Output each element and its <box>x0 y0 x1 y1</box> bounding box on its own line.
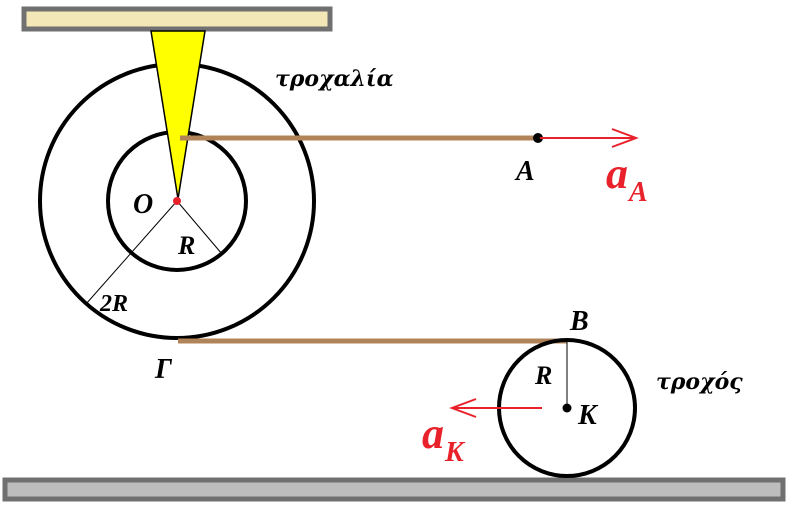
label-point-K: K <box>577 400 599 431</box>
label-point-O: O <box>133 189 153 220</box>
outer-radius-line <box>85 200 178 305</box>
label-accel-K-main: a <box>422 409 444 458</box>
label-pulley: τροχαλία <box>275 66 394 92</box>
ceiling-support <box>21 6 333 32</box>
label-accel-K-sub: K <box>444 437 466 468</box>
center-point-O <box>173 197 181 205</box>
label-accel-A-main: a <box>606 149 628 198</box>
label-wheel: τροχός <box>656 369 743 395</box>
accel-K-arrow-head <box>449 398 477 418</box>
pulley-holder <box>150 30 206 200</box>
point-A-dot <box>533 133 543 143</box>
label-point-B: B <box>569 306 589 337</box>
label-radius-inner: R <box>177 231 195 260</box>
floor <box>2 477 786 502</box>
accel-A-arrow-head <box>611 128 639 148</box>
label-accel-A: aA <box>606 149 648 208</box>
label-point-G: Γ <box>154 354 173 385</box>
point-K-dot <box>562 403 572 413</box>
label-radius-outer: 2R <box>99 291 128 317</box>
label-point-A: A <box>514 156 535 187</box>
inner-radius-line <box>176 200 223 255</box>
label-accel-A-sub: A <box>627 177 648 208</box>
label-radius-wheel: R <box>534 361 552 390</box>
label-accel-K: aK <box>422 409 466 468</box>
